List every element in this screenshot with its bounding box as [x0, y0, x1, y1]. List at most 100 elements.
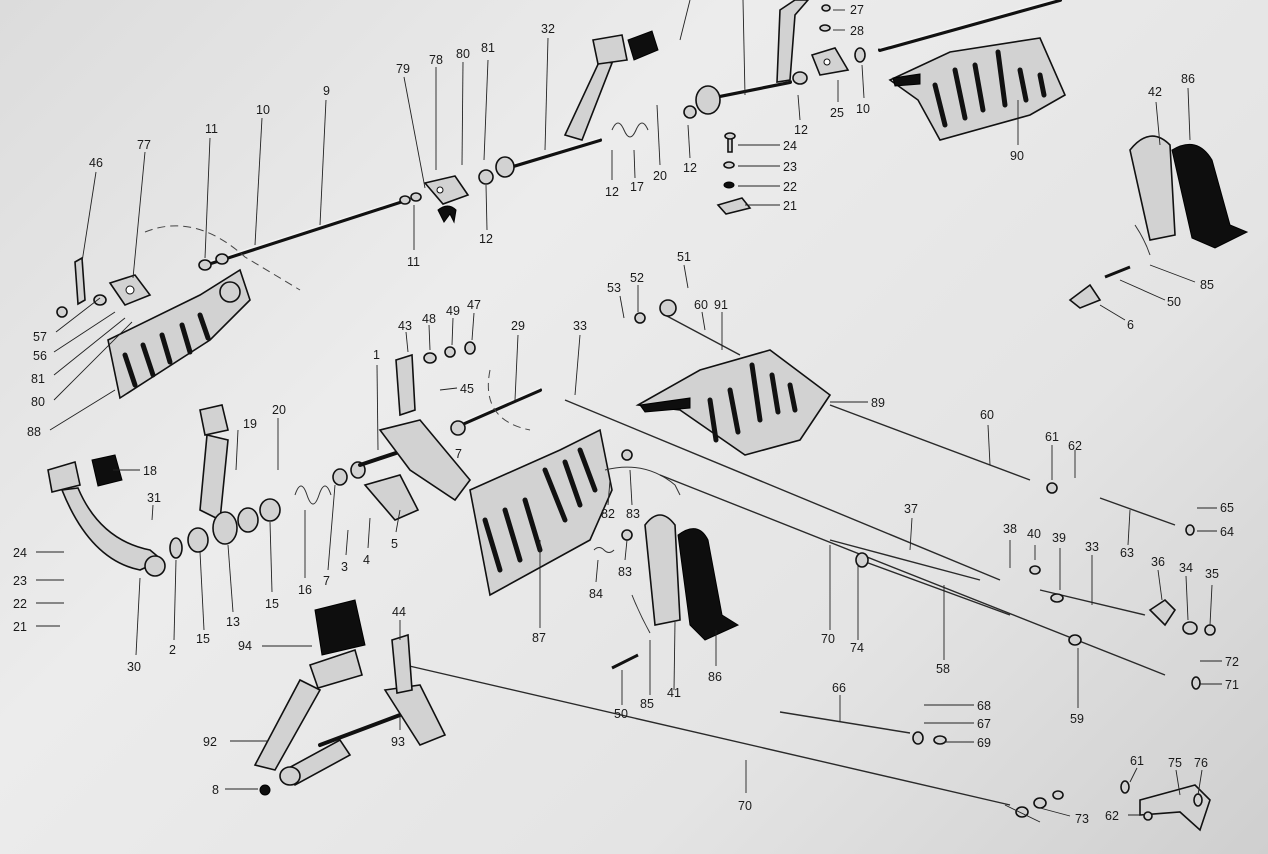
part-label-5: 5 [391, 537, 398, 551]
part-label-94: 94 [238, 639, 252, 653]
part-label-43: 43 [398, 319, 412, 333]
accelerator-pedal-upper [1068, 135, 1249, 309]
part-label-45: 45 [460, 382, 474, 396]
part-label-20b: 20 [272, 403, 286, 417]
upper-clutch-pedal-32 [478, 30, 659, 185]
part-label-50b: 50 [614, 707, 628, 721]
part-label-12: 12 [794, 123, 808, 137]
part-label-76: 76 [1194, 756, 1208, 770]
part-label-82: 82 [601, 507, 615, 521]
part-label-73: 73 [1075, 812, 1089, 826]
part-label-15b: 15 [265, 597, 279, 611]
part-label-53: 53 [607, 281, 621, 295]
part-label-80: 80 [456, 47, 470, 61]
part-label-44: 44 [392, 605, 406, 619]
part-label-89: 89 [871, 396, 885, 410]
part-label-61b: 61 [1130, 754, 1144, 768]
part-label-12c: 12 [605, 185, 619, 199]
brake-pedal-assembly-92 [253, 599, 447, 796]
part-label-70b: 70 [738, 799, 752, 813]
part-label-57: 57 [33, 330, 47, 344]
part-label-60: 60 [694, 298, 708, 312]
part-label-71: 71 [1225, 678, 1239, 692]
part-label-69: 69 [977, 736, 991, 750]
part-label-85b: 85 [640, 697, 654, 711]
leader-lines [36, 0, 1222, 823]
part-label-23b: 23 [13, 574, 27, 588]
part-label-32: 32 [541, 22, 555, 36]
upper-clevis-25 [810, 0, 1062, 76]
part-label-36: 36 [1151, 555, 1165, 569]
cross-shaft-1 [358, 341, 542, 521]
part-label-15: 15 [196, 632, 210, 646]
part-label-20: 20 [653, 169, 667, 183]
part-label-48-top: 48 [1110, 0, 1124, 3]
part-label-22b: 22 [13, 597, 27, 611]
part-label-38: 38 [1003, 522, 1017, 536]
part-label-67: 67 [977, 717, 991, 731]
part-label-1: 1 [373, 348, 380, 362]
part-label-63: 63 [1120, 546, 1134, 560]
part-label-13: 13 [226, 615, 240, 629]
part-label-35: 35 [1205, 567, 1219, 581]
part-label-33b: 33 [1085, 540, 1099, 554]
floor-plate-90 [888, 37, 1067, 141]
part-label-85: 85 [1200, 278, 1214, 292]
part-label-48: 48 [422, 312, 436, 326]
part-label-39: 39 [1052, 531, 1066, 545]
part-label-86b: 86 [708, 670, 722, 684]
part-label-62: 62 [1068, 439, 1082, 453]
part-label-92: 92 [203, 735, 217, 749]
part-label-47: 47 [467, 298, 481, 312]
part-label-60b: 60 [980, 408, 994, 422]
part-label-33: 33 [573, 319, 587, 333]
part-label-51: 51 [677, 250, 691, 264]
lower-clutch-pedal-30 [47, 454, 166, 577]
part-label-24b: 24 [13, 546, 27, 560]
part-label-12b: 12 [683, 161, 697, 175]
accelerator-pedal-center [593, 449, 740, 670]
part-label-34: 34 [1179, 561, 1193, 575]
part-label-78: 78 [429, 53, 443, 67]
part-label-16: 16 [298, 583, 312, 597]
part-label-11: 11 [205, 122, 218, 136]
part-label-2: 2 [169, 643, 176, 657]
part-label-80b: 80 [31, 395, 45, 409]
part-label-90: 90 [1010, 149, 1024, 163]
part-label-75: 75 [1168, 756, 1182, 770]
part-label-93: 93 [391, 735, 405, 749]
part-label-84: 84 [589, 587, 603, 601]
part-label-25: 25 [830, 106, 844, 120]
part-label-37: 37 [904, 502, 918, 516]
part-label-56: 56 [33, 349, 47, 363]
part-label-7b: 7 [323, 574, 330, 588]
floor-plate-89 [635, 349, 832, 456]
part-label-24: 24 [783, 139, 797, 153]
part-label-42: 42 [1148, 85, 1162, 99]
part-label-28: 28 [850, 24, 864, 38]
part-label-29: 29 [511, 319, 525, 333]
part-label-74: 74 [850, 641, 864, 655]
part-label-79: 79 [396, 62, 410, 76]
part-label-64: 64 [1220, 525, 1234, 539]
part-label-11b: 11 [407, 255, 420, 269]
part-label-77: 77 [137, 138, 151, 152]
part-label-3: 3 [341, 560, 348, 574]
part-label-18: 18 [143, 464, 157, 478]
part-label-4: 4 [363, 553, 370, 567]
part-label-87: 87 [532, 631, 546, 645]
cross-shaft-9 [198, 192, 422, 271]
part-label-68: 68 [977, 699, 991, 713]
floor-plate-87 [469, 428, 613, 597]
part-label-52: 52 [630, 271, 644, 285]
part-label-91: 91 [714, 298, 728, 312]
part-number-labels: 46 77 11 10 9 79 78 80 81 32 27 28 25 10… [13, 0, 1239, 826]
part-label-61: 61 [1045, 430, 1059, 444]
part-label-12e: 12 [708, 0, 722, 3]
bracket-78 [423, 175, 470, 224]
part-label-62b: 62 [1105, 809, 1119, 823]
part-label-81b: 81 [31, 372, 45, 386]
part-label-46: 46 [89, 156, 103, 170]
part-label-49: 49 [446, 304, 460, 318]
